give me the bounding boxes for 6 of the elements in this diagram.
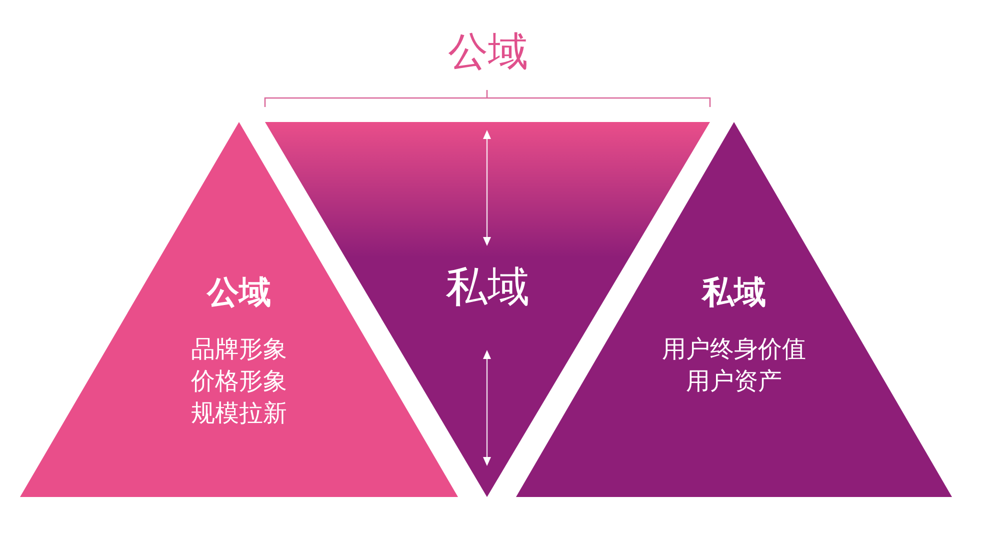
heading: 公域 bbox=[207, 273, 271, 312]
body-text: 用户终身价值用户资产 bbox=[660, 335, 807, 397]
heading: 私域 bbox=[702, 273, 766, 312]
body-text: 品牌形象价格形象规模拉新 bbox=[190, 335, 288, 429]
bracket-label: 公域 bbox=[447, 28, 529, 76]
heading: 私域 bbox=[446, 262, 530, 312]
